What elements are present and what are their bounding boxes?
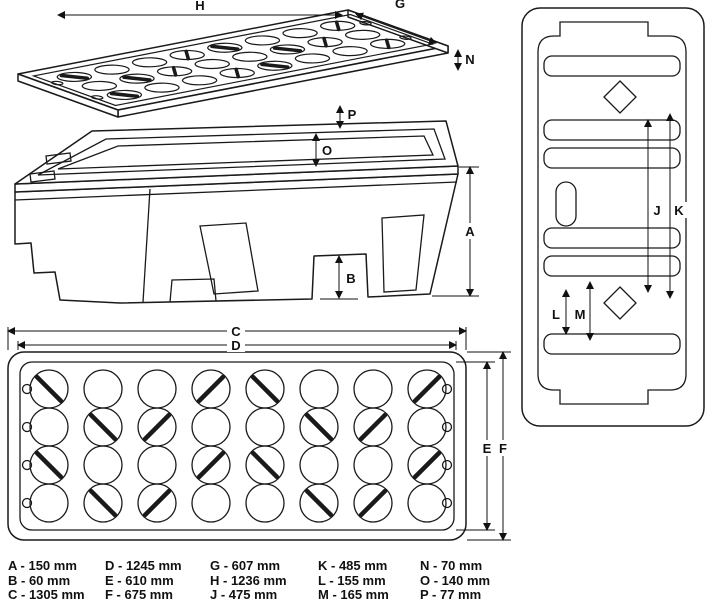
legend-item: H - 1236 mm xyxy=(210,572,287,588)
sump-recess-left xyxy=(199,222,259,295)
legend-column-3: G - 607 mm H - 1236 mm J - 475 mm xyxy=(210,558,287,603)
dim-label-b: B xyxy=(346,271,355,286)
legend-column-5: N - 70 mm O - 140 mm P - 77 mm xyxy=(420,558,491,603)
legend-item: P - 77 mm xyxy=(420,587,482,602)
dim-label-patch-k xyxy=(672,202,687,218)
dim-label-p: P xyxy=(348,107,357,122)
dim-label-patch-c xyxy=(227,324,245,338)
dim-label-n: N xyxy=(465,52,474,67)
dim-label-a: A xyxy=(465,224,475,239)
dim-label-o: O xyxy=(322,143,332,158)
rib-bar xyxy=(543,147,681,169)
rib-bar xyxy=(543,227,681,249)
dim-label-f: F xyxy=(499,441,507,456)
dim-label-patch-a xyxy=(461,223,479,239)
dim-label-g: G xyxy=(395,0,405,11)
dim-label-h: H xyxy=(195,0,204,13)
legend-column-4: K - 485 mm L - 155 mm M - 165 mm xyxy=(318,558,389,603)
legend-item: N - 70 mm xyxy=(420,558,483,573)
sump-rim-inner-line xyxy=(37,128,446,176)
dim-label-patch-m xyxy=(572,306,588,322)
sump-rim-handle-slots xyxy=(29,152,72,183)
underside-inner-outline xyxy=(537,21,687,405)
legend-item: K - 485 mm xyxy=(318,558,388,573)
dim-label-e: E xyxy=(483,441,492,456)
sump-perspective-view: P O A B xyxy=(14,105,479,304)
sump-opening-line xyxy=(57,135,435,170)
legend-item: M - 165 mm xyxy=(318,587,389,602)
legend-item: C - 1305 mm xyxy=(8,587,85,602)
rib-bar xyxy=(543,255,681,277)
sump-body xyxy=(14,173,459,304)
dim-label-patch-l xyxy=(549,306,563,322)
rib-bar xyxy=(543,333,681,355)
legend-item: B - 60 mm xyxy=(8,572,71,588)
dim-label-patch-e xyxy=(479,440,495,456)
legend-item: L - 155 mm xyxy=(318,572,386,588)
diamond-boss-bottom xyxy=(603,286,637,320)
diamond-boss-top xyxy=(603,80,637,114)
grate-inner-outline xyxy=(19,361,455,531)
grate-isometric-view: H G N xyxy=(18,0,475,117)
legend-item: G - 607 mm xyxy=(210,558,281,573)
dim-label-d: D xyxy=(231,338,240,353)
dim-label-m: M xyxy=(575,307,586,322)
rib-bar xyxy=(543,55,681,77)
drawing-svg: H G N P O A B xyxy=(0,0,720,541)
legend-item: D - 1245 mm xyxy=(105,558,182,573)
dim-label-l: L xyxy=(552,307,560,322)
legend-item: J - 475 mm xyxy=(210,587,278,602)
sump-foot-notch xyxy=(169,278,217,303)
dim-label-patch-f xyxy=(495,440,511,456)
sump-wall-crease xyxy=(142,188,151,303)
legend-item: O - 140 mm xyxy=(420,572,491,588)
grate-top-view: C D E F xyxy=(7,324,511,541)
grate-hole-grid xyxy=(21,369,453,523)
dim-label-c: C xyxy=(231,324,241,339)
legend-item: F - 675 mm xyxy=(105,587,173,602)
legend-column-1: A - 150 mm B - 60 mm C - 1305 mm xyxy=(8,558,85,603)
dim-label-k: K xyxy=(674,203,684,218)
dim-line-g xyxy=(355,12,437,45)
pallet-underside-view: J K L M xyxy=(521,7,705,427)
legend-item: A - 150 mm xyxy=(8,558,77,573)
sump-rim-top xyxy=(14,120,459,185)
drain-slot xyxy=(555,181,577,227)
sump-wall-band-line xyxy=(14,181,458,201)
dim-label-patch-d xyxy=(227,338,245,352)
legend-column-2: D - 1245 mm E - 610 mm F - 675 mm xyxy=(105,558,182,603)
dim-label-j: J xyxy=(653,203,660,218)
rib-bar xyxy=(543,119,681,141)
legend: A - 150 mm B - 60 mm C - 1305 mm D - 124… xyxy=(8,558,712,607)
sump-recess-right xyxy=(381,214,425,293)
grate-outer-outline xyxy=(7,351,467,541)
grate-plate-left-edge xyxy=(17,73,119,118)
legend-item: E - 610 mm xyxy=(105,572,174,588)
dim-label-patch-j xyxy=(650,202,664,218)
